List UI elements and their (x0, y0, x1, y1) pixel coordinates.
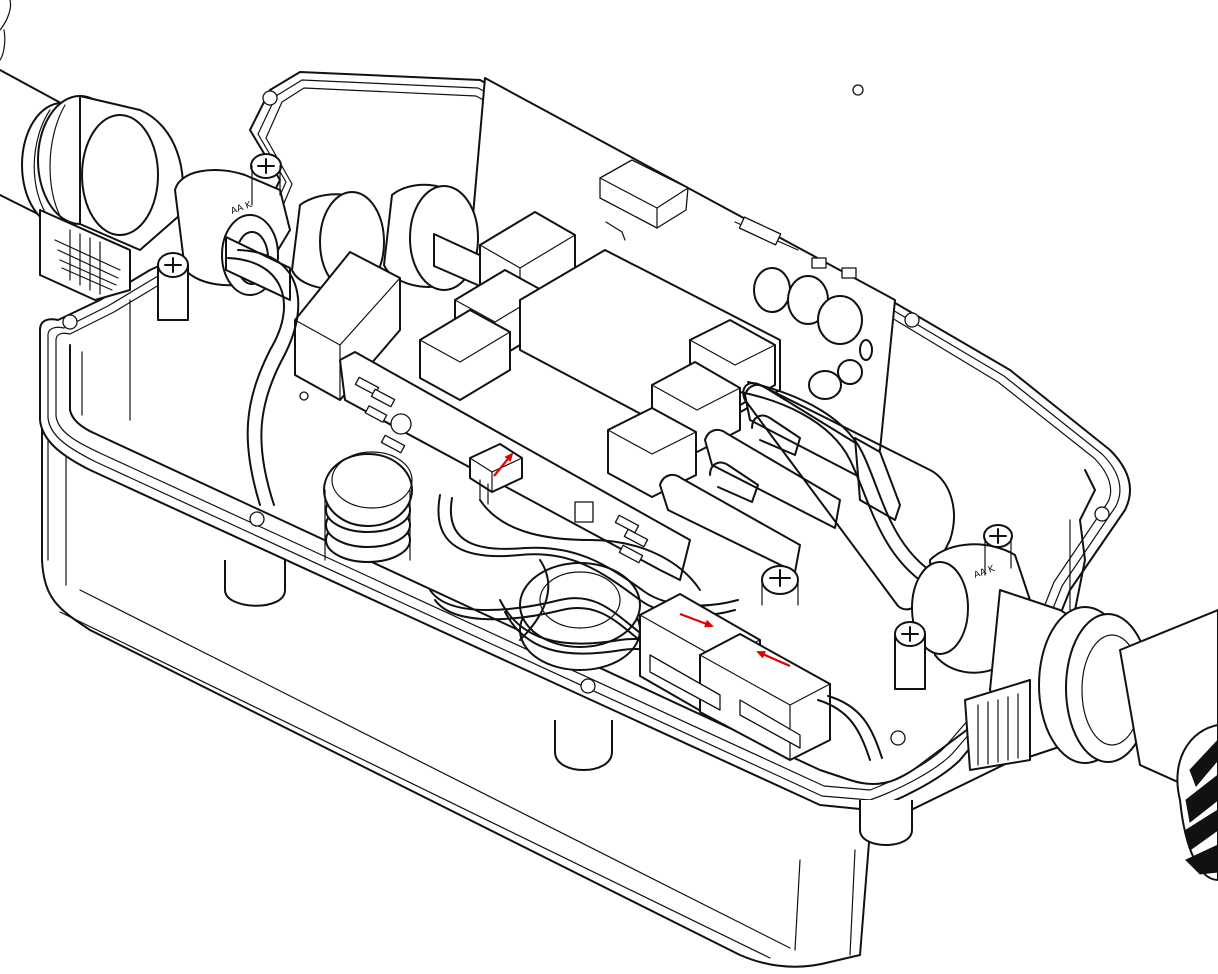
arrow-connector-left (679, 612, 714, 628)
left-cable-gland: AA K (21, 95, 291, 321)
right-cable (1119, 609, 1218, 881)
right-roller (739, 381, 955, 611)
arrow-small-plug (493, 452, 514, 477)
inner-screws (761, 565, 799, 606)
cable-loop-left (227, 249, 300, 506)
left-cable (0, 0, 71, 216)
red-arrows (493, 452, 791, 668)
right-cable-gland: AA K (894, 524, 1151, 771)
coil-stack (323, 451, 413, 563)
arrow-connector-right (756, 650, 791, 668)
toroid-cores (225, 183, 513, 301)
relay-blocks (294, 211, 901, 573)
inline-connector (639, 593, 883, 761)
